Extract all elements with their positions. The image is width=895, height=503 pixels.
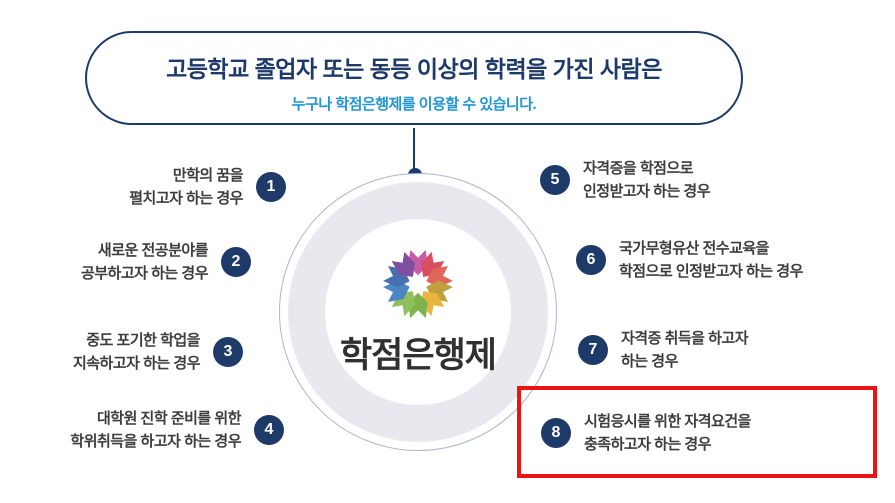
reason-line: 펼치고자 하는 경우: [129, 190, 243, 207]
reason-line: 국가무형유산 전수교육을: [619, 240, 769, 257]
number-badge-4: 4: [254, 415, 284, 445]
number-badge-8: 8: [541, 418, 571, 448]
reason-text-4: 대학원 진학 준비를 위한 학위취득을 하고자 하는 경우: [70, 407, 241, 453]
connector-line: [413, 128, 415, 170]
reason-line: 새로운 전공분야를: [97, 242, 209, 259]
headline-subtitle: 누구나 학점은행제를 이용할 수 있습니다.: [291, 96, 537, 113]
headline-title: 고등학교 졸업자 또는 동등 이상의 학력을 가진 사람은: [166, 56, 662, 82]
reason-item-5: 5 자격증을 학점으로 인정받고자 하는 경우: [540, 157, 711, 203]
reason-item-8: 8 시험응시를 위한 자격요건을 충족하고자 하는 경우: [541, 410, 751, 456]
reason-item-4: 대학원 진학 준비를 위한 학위취득을 하고자 하는 경우 4: [70, 407, 284, 453]
reason-line: 중도 포기한 학업을: [86, 332, 200, 349]
number-badge-2: 2: [221, 247, 251, 277]
reason-text-7: 자격증 취득을 하고자 하는 경우: [621, 327, 749, 373]
reason-text-2: 새로운 전공분야를 공부하고자 하는 경우: [80, 239, 209, 285]
reason-line: 자격증 취득을 하고자: [621, 330, 749, 347]
reason-text-6: 국가무형유산 전수교육을 학점으로 인정받고자 하는 경우: [619, 237, 803, 283]
headline-bubble: 고등학교 졸업자 또는 동등 이상의 학력을 가진 사람은 누구나 학점은행제를…: [85, 31, 743, 125]
reason-line: 학점으로 인정받고자 하는 경우: [619, 263, 803, 280]
reason-text-5: 자격증을 학점으로 인정받고자 하는 경우: [583, 157, 711, 203]
highlight-rectangle: [517, 386, 877, 478]
reason-line: 만학의 꿈을: [172, 167, 244, 184]
reason-item-2: 새로운 전공분야를 공부하고자 하는 경우 2: [81, 239, 251, 285]
reason-text-1: 만학의 꿈을 펼치고자 하는 경우: [129, 164, 243, 210]
reason-item-7: 7 자격증 취득을 하고자 하는 경우: [578, 327, 749, 373]
reason-text-3: 중도 포기한 학업을 지속하고자 하는 경우: [72, 329, 201, 375]
reason-line: 공부하고자 하는 경우: [80, 265, 209, 282]
reason-line: 시험응시를 위한 자격요건을: [584, 413, 751, 430]
number-badge-1: 1: [256, 172, 286, 202]
number-badge-3: 3: [213, 337, 243, 367]
number-badge-5: 5: [540, 165, 570, 195]
reason-line: 대학원 진학 준비를 위한: [96, 410, 242, 427]
reason-line: 학위취득을 하고자 하는 경우: [70, 433, 241, 450]
reason-line: 지속하고자 하는 경우: [72, 355, 201, 372]
center-circle: 학점은행제: [288, 182, 548, 442]
reason-item-1: 만학의 꿈을 펼치고자 하는 경우 1: [129, 164, 286, 210]
reason-item-3: 중도 포기한 학업을 지속하고자 하는 경우 3: [73, 329, 243, 375]
reason-line: 인정받고자 하는 경우: [583, 183, 711, 200]
reason-text-8: 시험응시를 위한 자격요건을 충족하고자 하는 경우: [584, 410, 751, 456]
number-badge-7: 7: [578, 335, 608, 365]
credit-bank-flower-logo: [383, 249, 453, 318]
reason-line: 충족하고자 하는 경우: [584, 436, 712, 453]
reason-item-6: 6 국가무형유산 전수교육을 학점으로 인정받고자 하는 경우: [576, 237, 803, 283]
center-label: 학점은행제: [339, 335, 497, 375]
reason-line: 자격증을 학점으로: [583, 160, 694, 177]
reason-line: 하는 경우: [621, 353, 678, 370]
number-badge-6: 6: [576, 245, 606, 275]
